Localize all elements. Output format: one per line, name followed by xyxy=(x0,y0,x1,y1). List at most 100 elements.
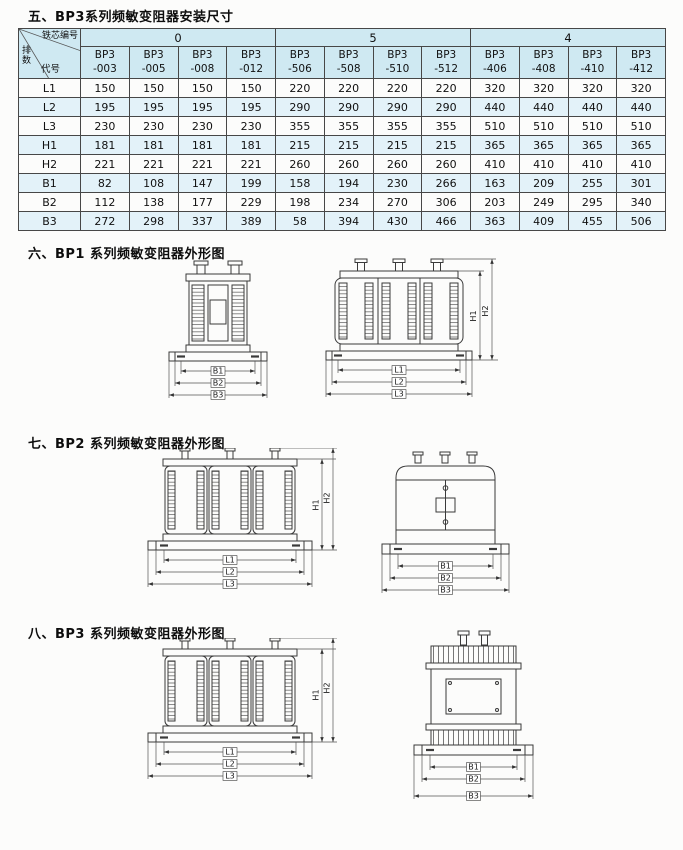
model-header: BP3-410 xyxy=(567,46,618,79)
corner-label-code: 代号 xyxy=(41,64,61,76)
dim-value: 177 xyxy=(177,192,228,212)
dim-value: 215 xyxy=(275,135,325,155)
dim-value: 510 xyxy=(470,116,520,136)
dim-label-h1: H1 xyxy=(312,689,321,700)
dim-value: 260 xyxy=(372,154,423,174)
dim-value: 363 xyxy=(470,211,520,231)
corner-label-row-count: 排数 xyxy=(22,46,32,67)
dim-value: 138 xyxy=(128,192,179,212)
model-header: BP3-510 xyxy=(372,46,423,79)
group-header-0: 0 xyxy=(80,28,276,47)
bp1-front-drawing: B1 B2 B3 xyxy=(168,260,268,400)
model-header: BP3-003 xyxy=(80,46,130,79)
row-code: B1 xyxy=(18,173,81,193)
dim-value: 306 xyxy=(421,192,471,212)
row-code: L1 xyxy=(18,78,81,98)
dim-value: 290 xyxy=(275,97,325,117)
dim-value: 409 xyxy=(518,211,569,231)
dim-value: 195 xyxy=(226,97,276,117)
dim-value: 221 xyxy=(177,154,228,174)
dim-label-h2: H2 xyxy=(323,682,332,693)
dim-value: 466 xyxy=(421,211,471,231)
dim-value: 215 xyxy=(323,135,374,155)
table-corner-cell: 铁芯编号 排数 代号 xyxy=(18,28,81,79)
dim-value: 215 xyxy=(421,135,471,155)
dim-value: 249 xyxy=(518,192,569,212)
dim-value: 298 xyxy=(128,211,179,231)
bp1-side-drawing: L1 L2 L3 H1 H2 xyxy=(325,258,498,399)
dim-value: 337 xyxy=(177,211,228,231)
model-header: BP3-512 xyxy=(421,46,471,79)
dim-label-b1: B1 xyxy=(468,762,479,771)
dim-value: 163 xyxy=(470,173,520,193)
corner-diagonal-lines xyxy=(19,29,80,78)
group-header-4: 4 xyxy=(470,28,666,47)
dim-value: 365 xyxy=(616,135,666,155)
dim-value: 150 xyxy=(128,78,179,98)
dim-value: 58 xyxy=(275,211,325,231)
dim-value: 355 xyxy=(323,116,374,136)
dim-value: 147 xyxy=(177,173,228,193)
dim-value: 199 xyxy=(226,173,276,193)
dim-value: 510 xyxy=(616,116,666,136)
dim-value: 215 xyxy=(372,135,423,155)
dim-value: 290 xyxy=(421,97,471,117)
dim-value: 365 xyxy=(567,135,618,155)
bp2-front-drawing: L1 L2 L3 H1 H2 xyxy=(147,448,337,589)
dim-value: 181 xyxy=(177,135,228,155)
dim-value: 195 xyxy=(128,97,179,117)
dim-value: 389 xyxy=(226,211,276,231)
dim-value: 440 xyxy=(470,97,520,117)
dim-value: 255 xyxy=(567,173,618,193)
dim-value: 108 xyxy=(128,173,179,193)
dim-value: 220 xyxy=(421,78,471,98)
bp2-side-drawing: B1 B2 B3 xyxy=(381,451,510,595)
corner-label-core-number: 铁芯编号 xyxy=(42,31,79,41)
dim-label-l2: L2 xyxy=(394,377,404,386)
group-header-5: 5 xyxy=(275,28,471,47)
row-code: L2 xyxy=(18,97,81,117)
dim-label-l3: L3 xyxy=(225,771,235,780)
dim-value: 230 xyxy=(226,116,276,136)
dim-value: 440 xyxy=(518,97,569,117)
dim-label-b3: B3 xyxy=(440,585,451,594)
dim-value: 195 xyxy=(177,97,228,117)
dim-value: 220 xyxy=(372,78,423,98)
dim-value: 220 xyxy=(275,78,325,98)
dim-value: 260 xyxy=(421,154,471,174)
dim-value: 301 xyxy=(616,173,666,193)
dim-value: 320 xyxy=(567,78,618,98)
section7-title: 七、BP2 系列频敏变阻器外形图 xyxy=(28,437,226,452)
dim-value: 181 xyxy=(226,135,276,155)
dim-value: 209 xyxy=(518,173,569,193)
dim-label-h1: H1 xyxy=(469,310,478,321)
dim-value: 510 xyxy=(567,116,618,136)
dim-value: 410 xyxy=(616,154,666,174)
dim-value: 440 xyxy=(616,97,666,117)
dim-value: 82 xyxy=(80,173,130,193)
dim-value: 506 xyxy=(616,211,666,231)
dim-label-b3: B3 xyxy=(213,390,224,399)
model-header: BP3-508 xyxy=(323,46,374,79)
dim-value: 260 xyxy=(323,154,374,174)
dim-value: 295 xyxy=(567,192,618,212)
row-code: H1 xyxy=(18,135,81,155)
dim-value: 455 xyxy=(567,211,618,231)
dim-label-b2: B2 xyxy=(468,774,479,783)
model-header: BP3-406 xyxy=(470,46,520,79)
dim-value: 260 xyxy=(275,154,325,174)
dim-label-b1: B1 xyxy=(213,366,224,375)
dim-label-b3: B3 xyxy=(468,791,479,800)
model-header: BP3-012 xyxy=(226,46,276,79)
dim-value: 150 xyxy=(177,78,228,98)
model-header: BP3-506 xyxy=(275,46,325,79)
dim-value: 221 xyxy=(226,154,276,174)
dim-value: 150 xyxy=(80,78,130,98)
model-header: BP3-408 xyxy=(518,46,569,79)
